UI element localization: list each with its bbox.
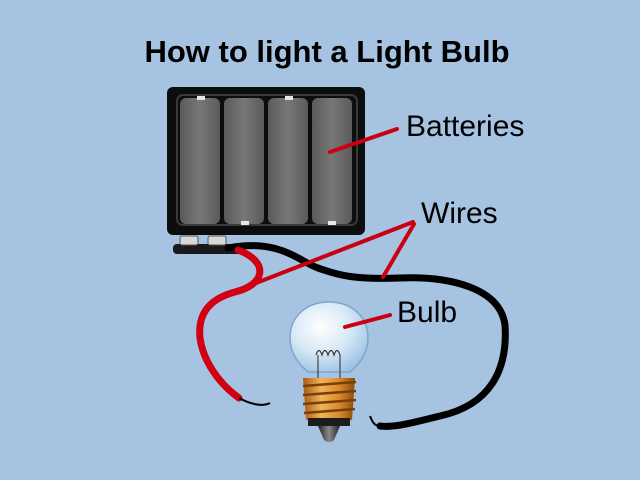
bulb-pointer — [343, 313, 392, 329]
terminal-screw — [207, 235, 227, 246]
red-wire-strand — [238, 397, 271, 406]
filament-leads — [317, 355, 341, 380]
bulb-insulator — [308, 418, 350, 426]
wires-pointer-2 — [381, 222, 416, 279]
bulb-contact-tip — [318, 426, 340, 442]
battery-contact — [285, 96, 293, 100]
black-wire — [224, 242, 509, 430]
wires-pointer-1 — [254, 220, 415, 285]
batteries-label: Batteries — [406, 110, 525, 143]
battery-contact — [197, 96, 205, 100]
battery-contact — [328, 221, 336, 225]
battery-holder-inner-rim — [176, 94, 358, 226]
light-bulb — [289, 301, 369, 442]
wires-label: Wires — [421, 197, 498, 230]
battery-cell — [268, 98, 308, 224]
filament-coil — [315, 349, 341, 357]
red-wire — [196, 246, 264, 402]
batteries-pointer — [328, 127, 399, 154]
battery-cell — [224, 98, 264, 224]
battery-cell — [312, 98, 352, 224]
battery-contact — [241, 221, 249, 225]
battery-cell — [180, 98, 220, 224]
bulb-glass — [289, 301, 369, 373]
bulb-threads — [302, 380, 357, 415]
black-wire-strand — [369, 415, 381, 427]
battery-holder — [167, 87, 365, 254]
terminal-screw — [179, 235, 199, 246]
bulb-label: Bulb — [397, 296, 458, 329]
page-title: How to light a Light Bulb — [144, 34, 510, 69]
